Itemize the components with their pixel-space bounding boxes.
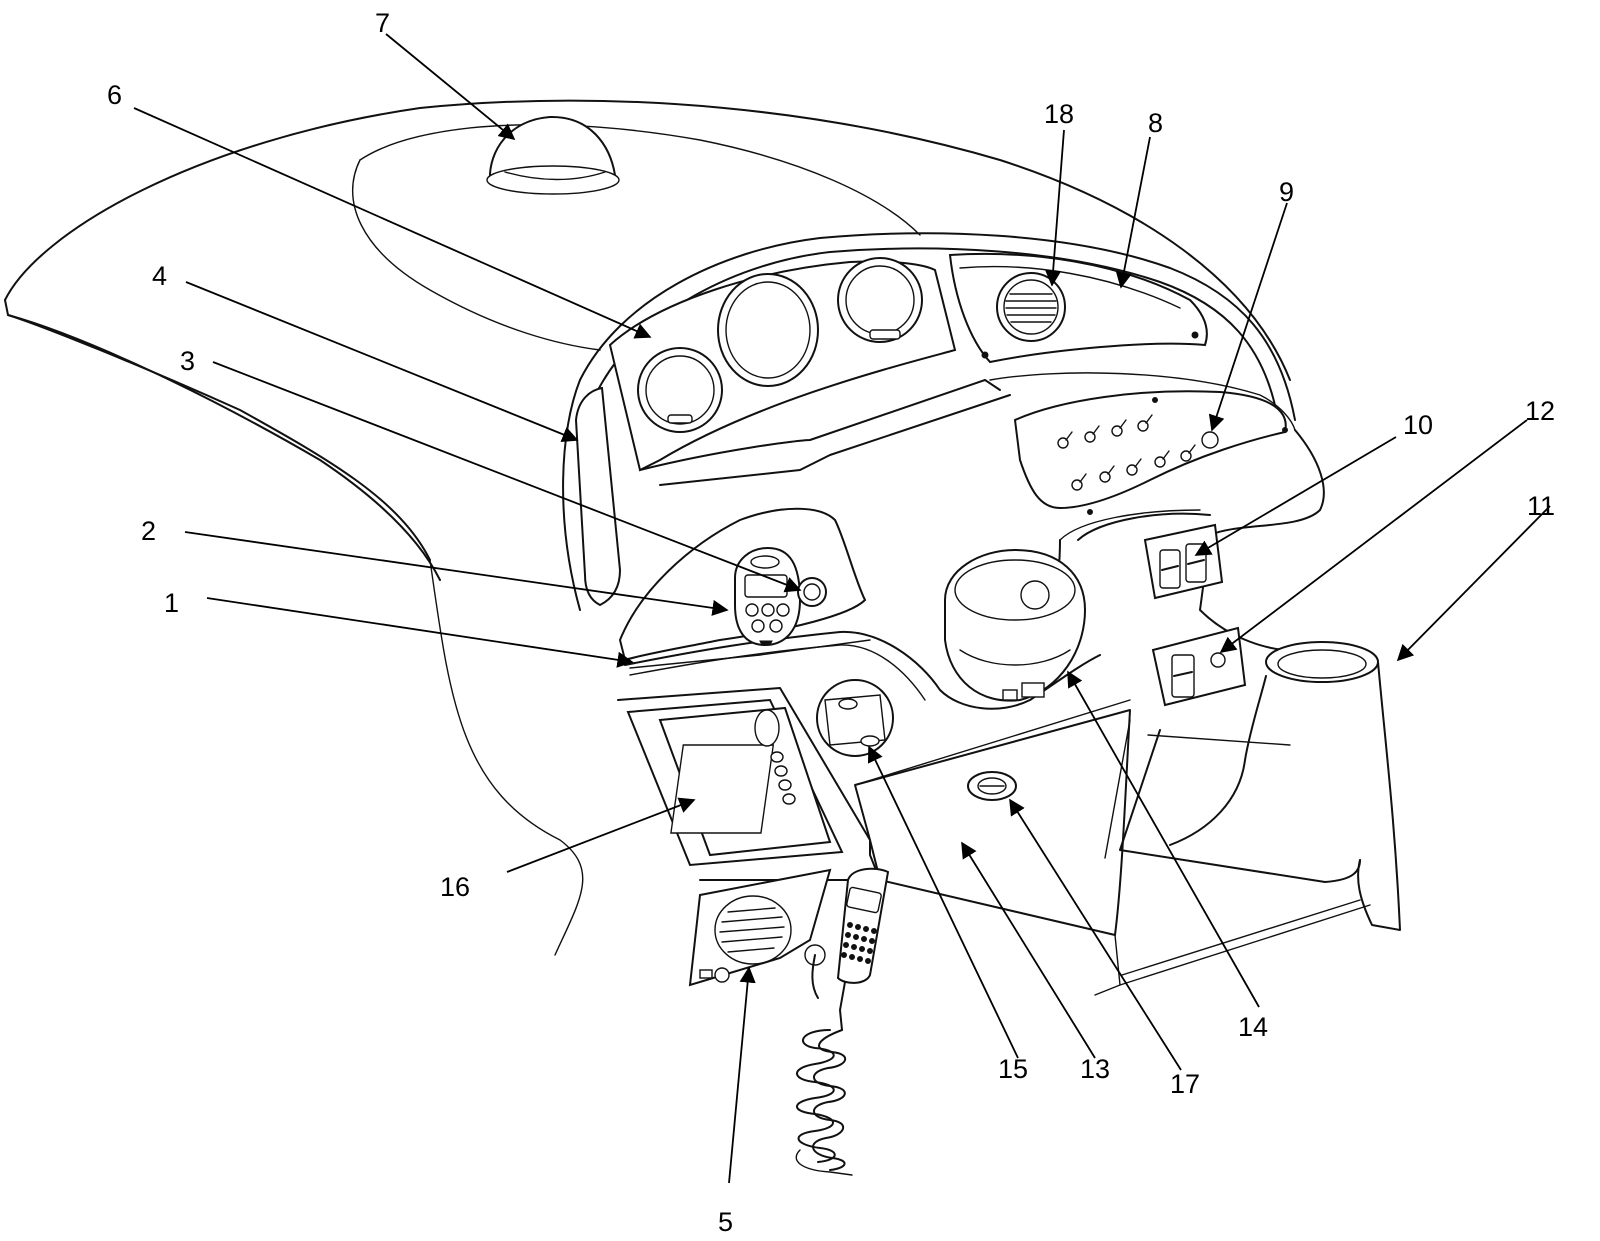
leader-14	[1067, 670, 1260, 1008]
leader-9	[1208, 202, 1288, 432]
cup-holder-11	[1265, 641, 1379, 683]
power-outlet-3	[797, 577, 827, 607]
lower-panel-13	[854, 699, 1371, 996]
leader-3	[212, 361, 802, 593]
callout-15: 15	[998, 1054, 1028, 1084]
leader-1	[206, 597, 634, 668]
callout-9: 9	[1279, 177, 1294, 207]
leader-2	[184, 531, 729, 616]
switch-plate-15	[816, 679, 894, 757]
callout-7: 7	[375, 8, 390, 38]
steering-mount	[944, 548, 1087, 702]
leader-5	[728, 966, 756, 1184]
callout-3: 3	[180, 346, 195, 376]
speaker-panel-8	[948, 252, 1208, 364]
leader-8	[1115, 136, 1151, 289]
callout-labels: 1 2 3 4 5 6 7 8 9 10 11 12 13 14 15 16 1…	[107, 8, 1555, 1237]
dash-top-surface	[4, 99, 1291, 956]
leader-18	[1045, 129, 1065, 287]
callout-16: 16	[440, 872, 470, 902]
speaker-grille-18	[996, 272, 1066, 342]
dome-light-7	[486, 115, 620, 195]
toggle-switches	[1057, 414, 1219, 491]
gauge-cluster-6	[608, 257, 957, 472]
callout-17: 17	[1170, 1069, 1200, 1099]
callout-2: 2	[141, 516, 156, 546]
callout-13: 13	[1080, 1054, 1110, 1084]
ignition-panel-12	[1151, 626, 1247, 707]
leader-15	[867, 745, 1019, 1059]
chart-plotter-16	[617, 687, 881, 881]
leader-6	[133, 107, 652, 339]
leader-7	[385, 33, 516, 141]
stereo-head-unit-2	[734, 546, 802, 647]
leader-17	[1009, 798, 1182, 1071]
callout-10: 10	[1403, 410, 1433, 440]
speaker-holes	[719, 907, 785, 953]
callout-11: 11	[1527, 491, 1555, 521]
leader-11	[1396, 505, 1551, 662]
callout-4: 4	[152, 261, 167, 291]
switch-panel-9	[1013, 390, 1288, 515]
leader-12	[1219, 419, 1528, 653]
console-right-side	[1104, 661, 1401, 931]
callout-18: 18	[1044, 99, 1074, 129]
callout-12: 12	[1525, 396, 1555, 426]
leader-13	[961, 841, 1096, 1059]
callout-6: 6	[107, 80, 122, 110]
callout-1: 1	[164, 588, 179, 618]
callout-14: 14	[1238, 1012, 1268, 1042]
leader-4	[185, 281, 579, 443]
rocker-switch-panel-10	[1143, 523, 1224, 600]
leader-10	[1194, 436, 1397, 556]
callout-8: 8	[1148, 108, 1163, 138]
vhf-handset	[795, 867, 890, 1176]
leader-lines	[133, 33, 1551, 1184]
handset-keypad	[841, 922, 877, 964]
console-ledge	[639, 372, 1296, 486]
callout-5: 5	[718, 1207, 733, 1237]
coil-cord	[795, 1029, 853, 1176]
radio-speaker-5	[688, 868, 832, 987]
horn-switch-17	[967, 771, 1017, 801]
leader-16	[506, 797, 696, 873]
